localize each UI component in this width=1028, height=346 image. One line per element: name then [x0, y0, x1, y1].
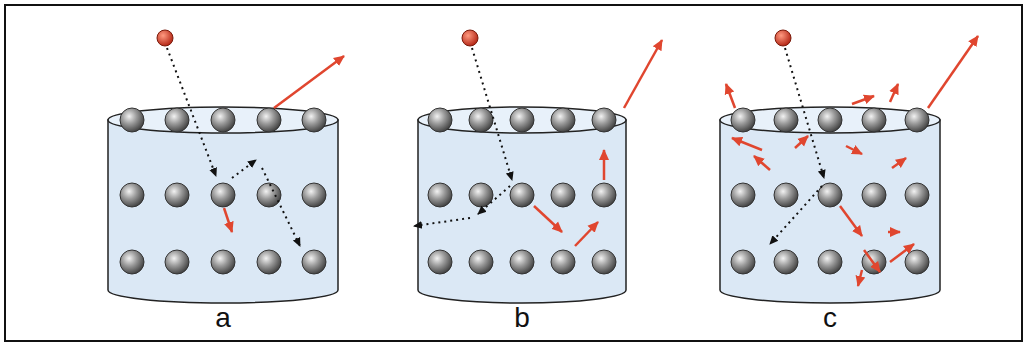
panel-letter-holder: a [193, 304, 253, 332]
panel-letter: c [823, 302, 837, 333]
panel-letter: a [215, 302, 231, 333]
panel-letter-holder: c [800, 304, 860, 332]
target-panel [414, 30, 662, 303]
panel-letter: b [514, 302, 530, 333]
target-panel [108, 30, 344, 303]
frame [5, 5, 1022, 341]
panel-letter-holder: b [492, 304, 552, 332]
target-panel [720, 30, 978, 303]
